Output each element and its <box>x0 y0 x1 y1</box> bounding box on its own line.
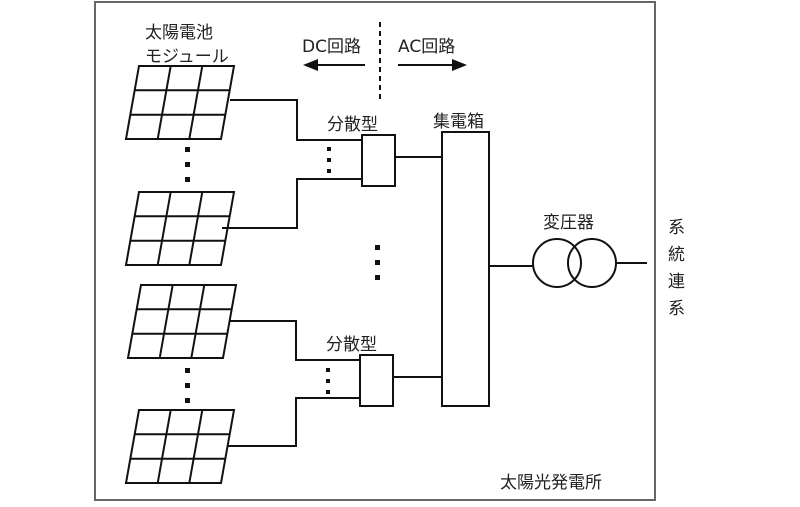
string-ellipsis-bottom <box>326 368 330 394</box>
transformer-coil-secondary <box>567 238 617 288</box>
inverter-label-bottom: 分散型 <box>326 335 377 355</box>
inverter-label-top: 分散型 <box>327 115 378 135</box>
string-ellipsis-top <box>327 147 331 173</box>
plant-boundary <box>94 1 656 501</box>
dc-label: DC回路 <box>302 37 361 57</box>
combiner-box <box>441 131 490 407</box>
wire-module3-inverter2 <box>230 320 360 361</box>
transformer-coil-primary <box>532 238 582 288</box>
combiner-label: 集電箱 <box>433 112 484 132</box>
wire-module2-inverter1 <box>222 178 362 229</box>
solar-module-3 <box>127 284 237 359</box>
solar-module-4 <box>125 409 235 484</box>
plant-label: 太陽光発電所 <box>500 473 602 493</box>
module-ellipsis-bottom <box>185 368 190 403</box>
inverter-bottom <box>359 354 394 407</box>
grid-label-2: 統 <box>668 245 685 265</box>
dc-arrow-head-icon <box>303 59 318 71</box>
module-label-2: モジュール <box>145 47 229 67</box>
grid-label-4: 系 <box>668 299 685 319</box>
inverter-ellipsis <box>375 245 380 280</box>
grid-label-3: 連 <box>668 272 685 292</box>
inverter-top <box>361 134 396 187</box>
ac-label: AC回路 <box>398 37 455 57</box>
solar-module-1 <box>125 65 235 140</box>
transformer-label: 変圧器 <box>543 213 594 233</box>
solar-module-2 <box>125 191 235 266</box>
module-label-1: 太陽電池 <box>145 23 213 43</box>
wire-module4-inverter2 <box>228 397 360 447</box>
module-ellipsis-top <box>185 147 190 182</box>
grid-label-1: 系 <box>668 218 685 238</box>
ac-arrow-head-icon <box>452 59 467 71</box>
wire-module1-inverter1 <box>230 99 362 141</box>
